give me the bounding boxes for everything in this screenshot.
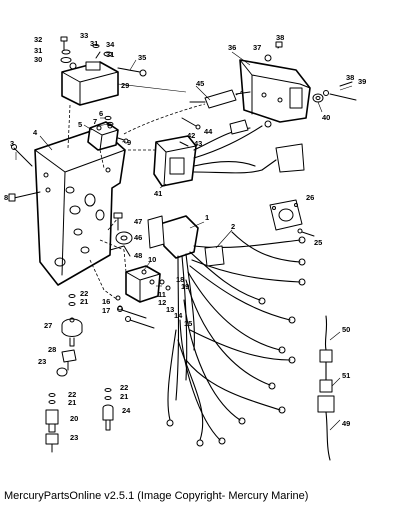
callout-37: 37	[253, 43, 261, 52]
callout-31b: 31	[90, 39, 98, 48]
callout-15: 15	[184, 319, 192, 328]
solenoid-10	[125, 265, 161, 303]
callout-51: 51	[342, 371, 350, 380]
screw-3	[11, 144, 33, 167]
callout-45: 45	[196, 79, 204, 88]
callout-3: 3	[10, 139, 14, 148]
callout-23b: 23	[70, 433, 78, 442]
adapter-28	[61, 349, 77, 371]
ground-cable-35	[117, 67, 147, 77]
screw-32	[60, 36, 68, 51]
callout-48: 48	[134, 251, 142, 260]
screw-25	[297, 228, 315, 237]
callout-33: 33	[80, 31, 88, 40]
callout-29: 29	[121, 81, 129, 90]
oil-pressure-sender-27	[61, 317, 83, 347]
bolt-39	[323, 81, 357, 101]
switch-24	[102, 388, 114, 431]
callout-18: 18	[176, 275, 184, 284]
callout-30: 30	[34, 55, 42, 64]
callout-2: 2	[231, 222, 235, 231]
callout-39: 39	[358, 77, 366, 86]
callout-13: 13	[166, 305, 174, 314]
callout-34: 34	[106, 40, 115, 49]
callout-5: 5	[78, 120, 82, 129]
image-caption: MercuryPartsOnline v2.5.1 (Image Copyrig…	[4, 490, 309, 502]
callout-36: 36	[228, 43, 236, 52]
bracket-48	[109, 245, 131, 257]
screws-12-13-14	[117, 306, 155, 329]
electrical-bracket-36	[239, 59, 311, 123]
fitting-23a	[56, 367, 68, 377]
bolt-8	[8, 191, 41, 202]
callout-38b: 38	[346, 73, 354, 82]
callout-22a: 22	[80, 289, 88, 298]
callout-49: 49	[342, 419, 350, 428]
wiring-harness-1	[147, 215, 306, 447]
callout-19: 19	[181, 282, 189, 291]
callout-8: 8	[4, 193, 8, 202]
callout-7: 7	[93, 117, 97, 126]
washers-30-31	[60, 44, 113, 63]
leader-lines	[15, 51, 353, 431]
callout-31a: 31	[34, 46, 42, 55]
cover-plate-26	[269, 199, 303, 231]
callouts: 1 2 3 4 5 6 7 8 9 10 11 12 13 14 15 16 1…	[4, 31, 366, 442]
callout-40: 40	[322, 113, 330, 122]
fasteners-37-38	[264, 41, 283, 62]
callout-21b: 21	[68, 398, 76, 407]
exploded-parts-diagram: 1 2 3 4 5 6 7 8 9 10 11 12 13 14 15 16 1…	[4, 31, 366, 461]
callout-10: 10	[148, 255, 156, 264]
callout-20: 20	[70, 414, 78, 423]
callout-22b: 22	[68, 390, 76, 399]
callout-31c: 31	[106, 50, 114, 59]
callout-38a: 38	[276, 33, 284, 42]
callout-12: 12	[158, 298, 166, 307]
switch-5	[87, 121, 119, 151]
callout-14: 14	[174, 311, 183, 320]
callout-26: 26	[306, 193, 314, 202]
assembly-lines	[67, 89, 245, 301]
callout-23a: 23	[38, 357, 46, 366]
callout-46: 46	[134, 233, 142, 242]
callout-6: 6	[99, 109, 103, 118]
nuts-16-17	[115, 295, 123, 311]
nut-9	[117, 137, 129, 144]
callout-28: 28	[48, 345, 56, 354]
callout-50: 50	[342, 325, 350, 334]
terminals-18-19	[159, 279, 171, 291]
temperature-sender-20	[45, 409, 59, 433]
callout-25: 25	[314, 238, 322, 247]
mounting-bracket-plate	[34, 127, 126, 286]
callout-21c: 21	[120, 392, 128, 401]
grommet-40	[312, 93, 324, 103]
callout-32: 32	[34, 35, 42, 44]
terminal-block-41	[153, 119, 305, 187]
callout-17: 17	[102, 306, 110, 315]
callout-42: 42	[187, 131, 195, 140]
callout-1: 1	[205, 213, 209, 222]
callout-9: 9	[127, 138, 131, 147]
cable-clamp-46	[115, 231, 133, 245]
fitting-23b	[45, 433, 59, 453]
screws-42-43-44	[179, 117, 201, 147]
callout-27: 27	[44, 321, 52, 330]
callout-22c: 22	[120, 383, 128, 392]
callout-21a: 21	[80, 297, 88, 306]
sensor-lead-49	[317, 315, 335, 461]
callout-41: 41	[154, 189, 162, 198]
callout-24: 24	[122, 406, 131, 415]
callout-11: 11	[158, 290, 166, 299]
washers-21-22-left	[48, 294, 76, 404]
callout-4: 4	[33, 128, 38, 137]
callout-44: 44	[204, 127, 213, 136]
callout-43: 43	[194, 139, 202, 148]
callout-47: 47	[134, 217, 142, 226]
callout-35: 35	[138, 53, 146, 62]
callout-16: 16	[102, 297, 110, 306]
ignition-module	[61, 51, 119, 106]
